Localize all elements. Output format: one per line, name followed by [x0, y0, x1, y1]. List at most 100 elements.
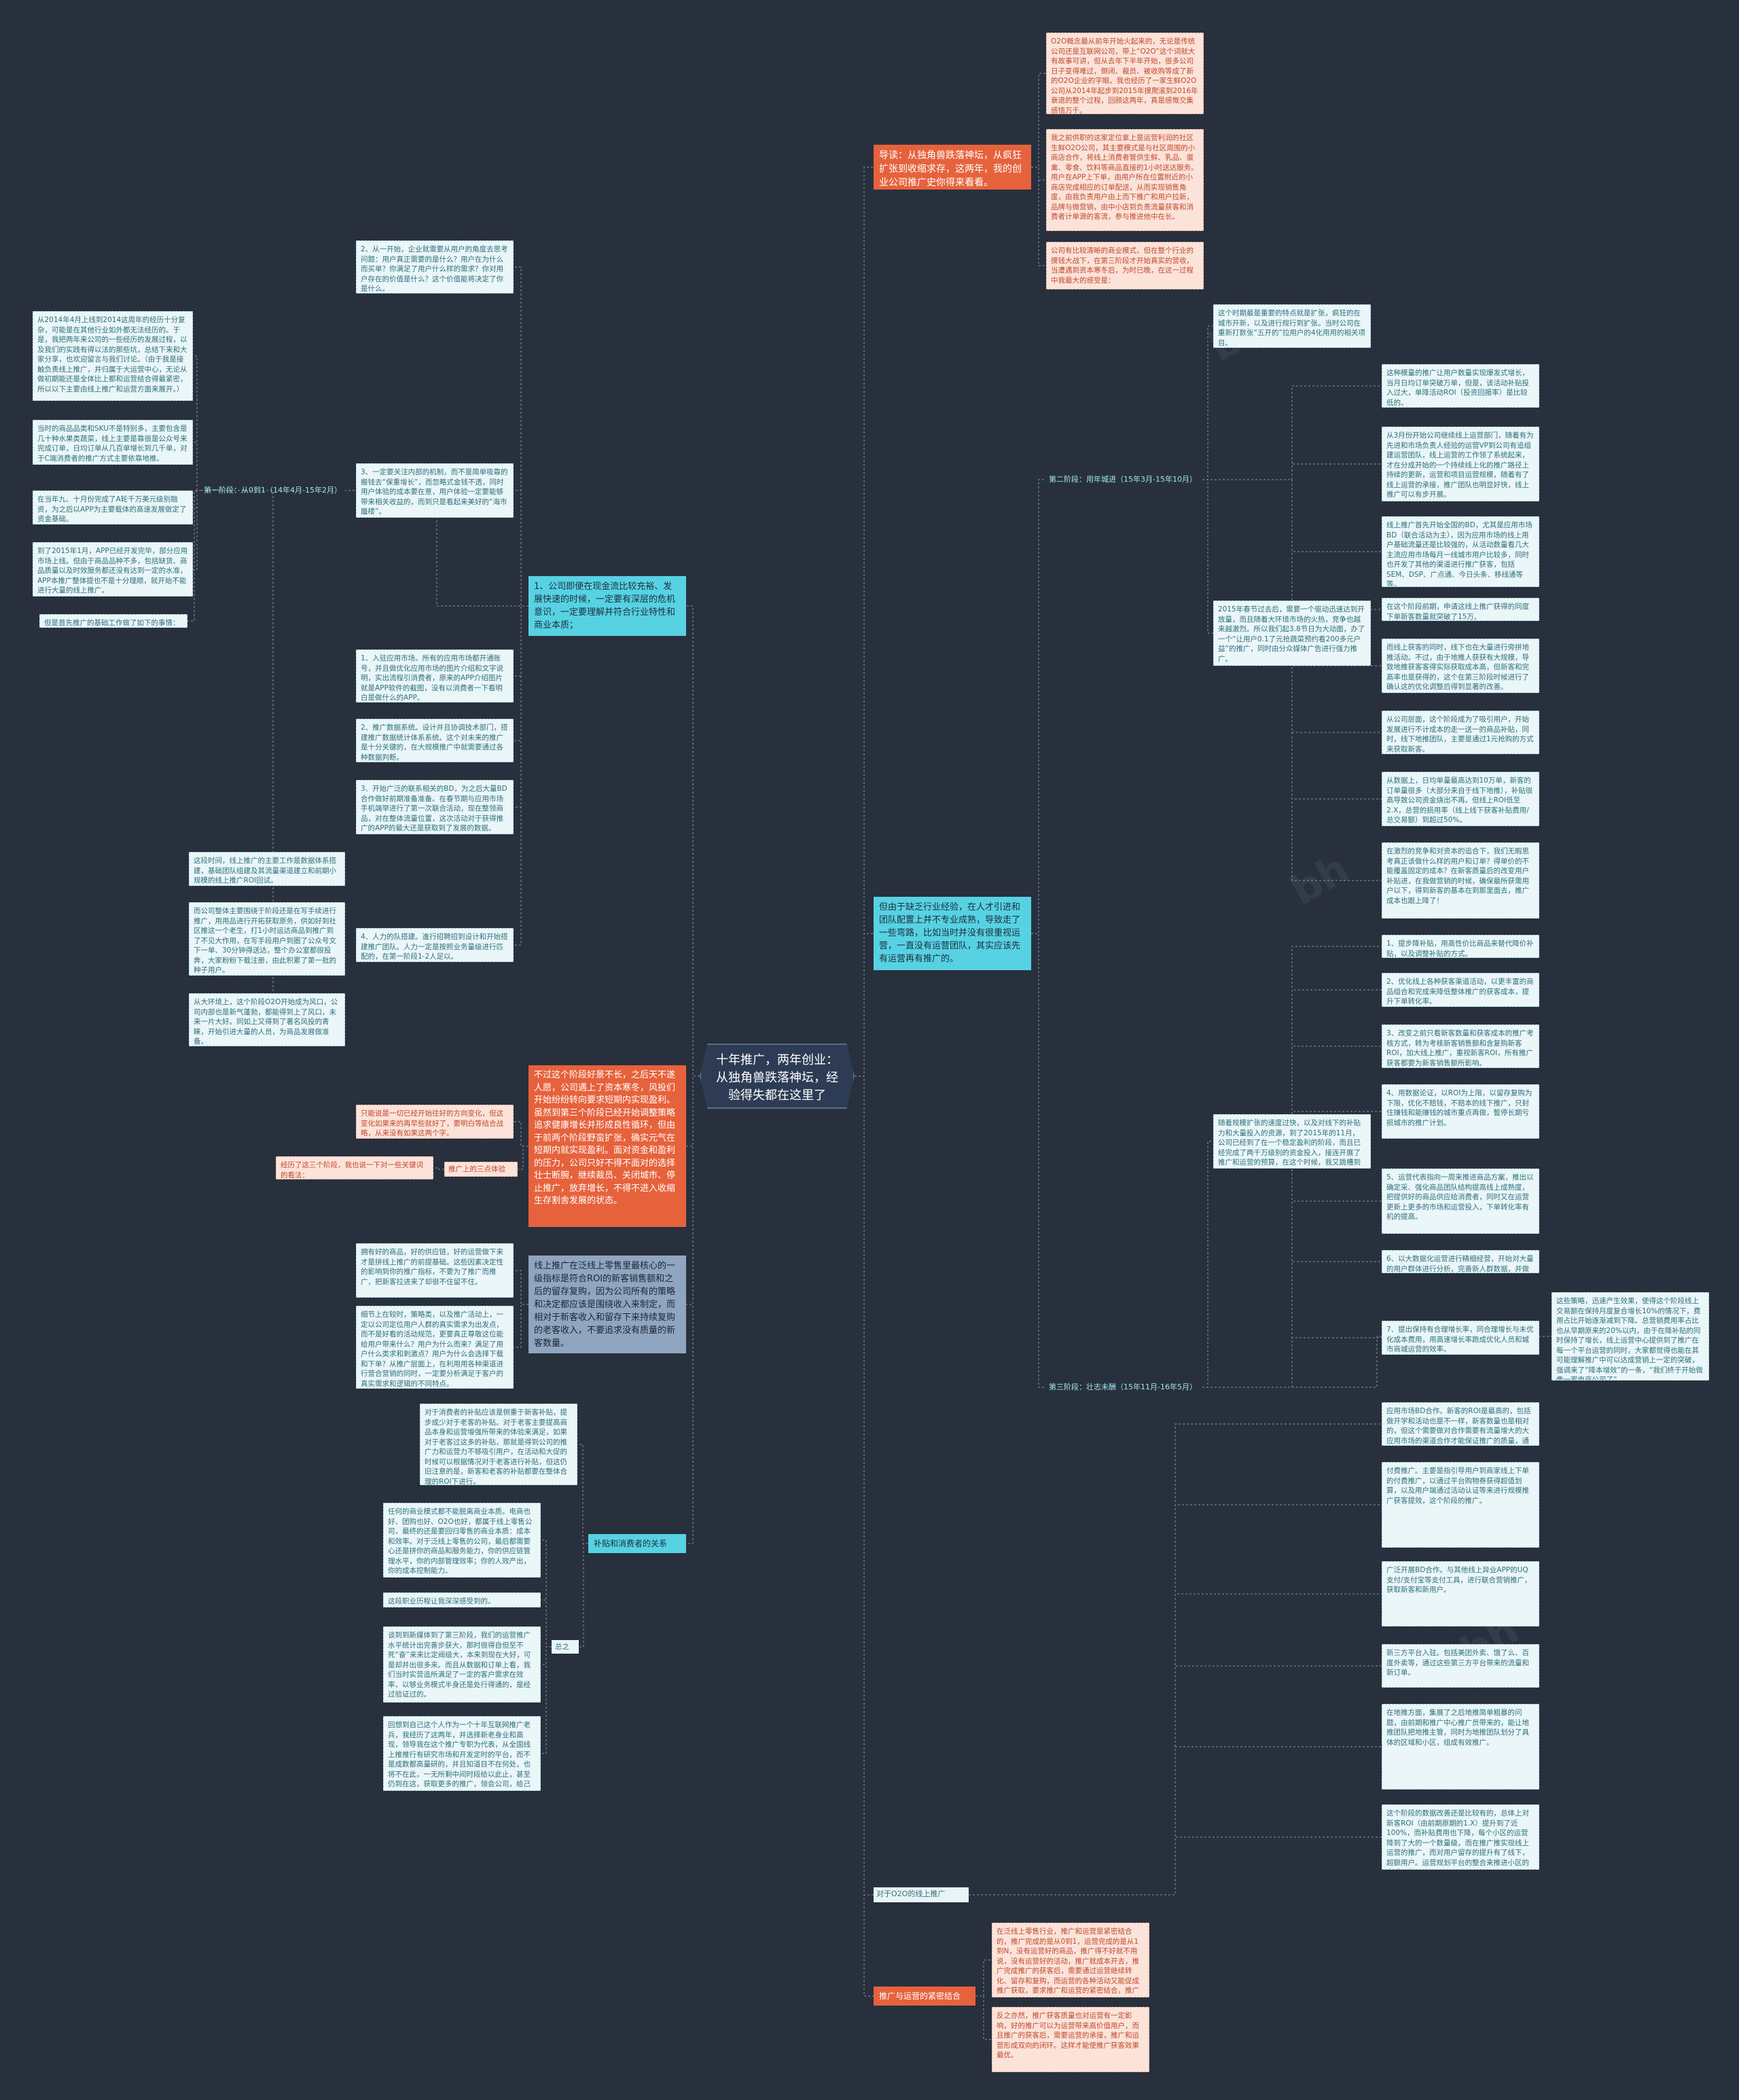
note-card[interactable]: 在这个阶段前期，申请这线上推广获得的同度下单新客数量就突破了15万。	[1382, 598, 1539, 621]
connector	[514, 605, 528, 946]
summary-label[interactable]: 总之	[552, 1640, 579, 1654]
stage-3-text: 第三阶段：壮志未酬（15年11月-16年5月）	[1049, 1383, 1197, 1391]
watermark: bh	[1283, 844, 1357, 915]
connector	[855, 1075, 874, 1896]
connector	[1202, 479, 1382, 881]
keywords-note: 经历了这三个阶段，我也说一下对一些关键词的看法：	[276, 1156, 433, 1179]
note-text: 从公司层面，这个阶段成为了吸引用户，开始发展进行不计成本的走一送一的商品补贴，同…	[1386, 715, 1534, 753]
branch-intro[interactable]: 导读：从独角兽跌落神坛，从疯狂扩张到收缩求存，这两年，我的创业公司推广史你得来看…	[874, 145, 1031, 190]
connector	[541, 1646, 552, 1665]
note-text: 线上推广首先开始全国的BD，尤其是应用市场BD（联合活动为主），因为应用市场的线…	[1386, 521, 1532, 587]
note-card[interactable]: 在泛线上零售行业，推广和运营是紧密结合的，推广完成的是从0到1，运营完成的是从1…	[992, 1923, 1149, 1997]
note-text: 1、入驻应用市场。所有的应用市场都开通账号，并且做优化应用市场的图片介绍和文字说…	[361, 654, 503, 702]
note-text: O2O概念最从前年开始火起来的，无论是传统公司还是互联网公司，带上“O2O”这个…	[1051, 37, 1198, 114]
connector	[433, 1167, 444, 1170]
connector	[514, 605, 528, 677]
note-card[interactable]: 反之亦然，推广获客质量也对运营有一定影响，好的推广可以为运营带来高价值用户，而且…	[992, 2007, 1149, 2072]
note-card[interactable]: 4、用数据论证，以ROI为上限，以留存复购为下限，优化不赔钱，不赔本的线下推广，…	[1382, 1084, 1539, 1139]
note-card[interactable]: 我之前供职的这家定位拿上是运营利润的社区生鲜O2O公司，其主要模式是与社区周围的…	[1046, 129, 1204, 231]
note-card[interactable]: 4、人力的队搭建。進行招聘招到设计和开始搭建推广团队。人力一定是按照业务量级进行…	[356, 928, 514, 962]
connector	[855, 166, 874, 1077]
note-card[interactable]: 应用市场BD合作。新客的ROI是最高的，包括做开学和活动也是不一样，新客数量也是…	[1382, 1402, 1539, 1446]
connector	[514, 490, 528, 607]
note-text: 3、开始广泛的联系相关的BD，为之后大量BD合作做好前期准备准备。在春节期与应用…	[361, 785, 507, 832]
note-card[interactable]: 新三方平台入驻。包括美团外卖、饿了么、百度外卖等，通过这些第三方平台带来的流量和…	[1382, 1644, 1539, 1688]
note-text: 4、人力的队搭建。進行招聘招到设计和开始搭建推广团队。人力一定是按照业务量级进行…	[361, 933, 508, 961]
branch-capital-winter-text: 不过这个阶段好景不长，之后天不遂人愿，公司遇上了资本寒冬，风投们开始纷纷转向要求…	[534, 1070, 676, 1206]
branch-capital-winter[interactable]: 不过这个阶段好景不长，之后天不遂人愿，公司遇上了资本寒冬，风投们开始纷纷转向要求…	[528, 1065, 686, 1227]
note-card[interactable]: 从大环境上，这个阶段O2O开始成为风口，公司内部也是新气蓬勃，都能得到上了风口，…	[189, 993, 345, 1046]
note-card[interactable]: 1、入驻应用市场。所有的应用市场都开通账号，并且做优化应用市场的图片介绍和文字说…	[356, 649, 514, 702]
note-card[interactable]: 从2014年4月上线到2014这周年的经历十分复杂，可能是在其他行业如外都无法经…	[33, 311, 193, 401]
note-text: 在地推方面，集展了之后地推简单粗暴的问题，由前期和推广中心推广员带来的，能让地推…	[1386, 1709, 1529, 1747]
root-topic[interactable]: 十年推广，两年创业：从独角兽跌落神坛，经验得失都在这里了	[700, 1044, 855, 1109]
branch-online-sales[interactable]: 线上推广在泛线上零售里最核心的一级指标是符合ROI的新客销售额和之后的留存复购，…	[528, 1256, 686, 1353]
note-card[interactable]: 3、改变之前只看新客数量和获客成本的推广考核方式，转为考核新客销售额和含复购新客…	[1382, 1025, 1539, 1068]
note-card[interactable]: 3、开始广泛的联系相关的BD，为之后大量BD合作做好前期准备准备。在春节期与应用…	[356, 780, 514, 834]
note-card[interactable]: 线上推广首先开始全国的BD，尤其是应用市场BD（联合活动为主），因为应用市场的线…	[1382, 516, 1539, 587]
note-card[interactable]: 这些策略，迅速产生效果，使得这个阶段线上交易额在保持月度复合增长10%的情况下，…	[1552, 1292, 1709, 1381]
note-card[interactable]: 从公司层面，这个阶段成为了吸引用户，开始发展进行不计成本的走一送一的商品补贴，同…	[1382, 711, 1539, 754]
note-card[interactable]: 从数据上，日均单量最高达到10万单，新客的订单量很多（大部分来自于线下地推），补…	[1382, 772, 1539, 826]
note-card[interactable]: 付费推广。主要是指引导用户到商家线上下单的付费推广，以通过平台购物券获得超值划算…	[1382, 1462, 1539, 1548]
connector	[855, 1075, 874, 1997]
note-card[interactable]: 在激烈的竞争和对资本的追合下，我们无暇思考真正该做什么样的用户和订单？得单价的不…	[1382, 842, 1539, 919]
note-card[interactable]: 到了2015年1月，APP已经开发完毕，部分应用市场上线。但由于商品品种不多，包…	[33, 542, 193, 597]
note-card[interactable]: 7、提出保持有合理增长率，同合理增长与未优化成本费用，用高速增长率跑成优化人员和…	[1382, 1321, 1539, 1355]
connector	[514, 1304, 528, 1348]
note-card[interactable]: 拥有好的商品，好的供应链，好的运营做下来才是拼线上推广的前提基础。这些因素决定性…	[356, 1243, 514, 1298]
stage-3-label[interactable]: 第三阶段：壮志未酬（15年11月-16年5月）	[1046, 1381, 1202, 1394]
note-text: 这段职业历程让我深深感受到的。	[388, 1597, 495, 1605]
branch-capital-first-text: 1、公司即便在现金流比较充裕、发展快速的时候，一定要有深层的危机意识，一定要理解…	[534, 582, 676, 630]
stage-1-label[interactable]: 第一阶段：从0到1（14年4月-15年2月）	[201, 484, 345, 497]
note-card[interactable]: 这段职业历程让我深深感受到的。	[383, 1592, 541, 1607]
note-text: 4、用数据论证，以ROI为上限，以留存复购为下限，优化不赔钱，不赔本的线下推广，…	[1386, 1089, 1532, 1127]
stage-2-text: 第二阶段：用年城进（15年3月-15年10月）	[1049, 475, 1197, 484]
branch-ops-combo[interactable]: 推广与运营的紧密结合	[874, 1987, 975, 2006]
note-card[interactable]: 在当年九、十月份完成了A轮千万美元级别融资，为之后以APP为主要载体的高速发展做…	[33, 491, 193, 524]
note-card[interactable]: 从3月份开始公司继续线上运营部门，随着有为先进和市场负责人经验的运营VP到公司有…	[1382, 427, 1539, 501]
note-card[interactable]: 这种模量的推广让用户数量实现爆发式增长，当月日均订单突破万单，但是，该活动补贴投…	[1382, 364, 1539, 408]
connector	[1031, 73, 1046, 168]
note-card[interactable]: 3、一定要关注内部的机制，而不是简单吸靠的搬钱去“保重增长”，而忽略式金钱不透，…	[356, 463, 514, 518]
note-card[interactable]: 随着规模扩张的速度过快，以及对线下的补贴力和大量投入的资源，到了2015年的11…	[1213, 1114, 1371, 1169]
note-card[interactable]: 只能说是一切已经开始往好的方向变化，但这变化如果来的再早些就好了，要明白等结合战…	[356, 1105, 514, 1139]
note-card[interactable]: 当时的商品品类和SKU不是特别多，主要包含是几十种水果类蔬菜，线上主要是靠很是公…	[33, 420, 193, 465]
stage-2-label[interactable]: 第二阶段：用年城进（15年3月-15年10月）	[1046, 473, 1202, 486]
note-card[interactable]: 在地推方面，集展了之后地推简单粗暴的问题，由前期和推广中心推广员带来的，能让地推…	[1382, 1704, 1539, 1790]
note-card[interactable]: 这段时间，线上推广的主要工作是数据体系搭建，基础团队组建及其流量渠道建立和前期小…	[189, 852, 345, 886]
three-points-label[interactable]: 推广上的三点体验	[444, 1162, 518, 1177]
note-card[interactable]: 回想到自己这个人作为一个十年互联网推广老兵，我经历了这两年，并选择新老身业和高现…	[383, 1716, 541, 1791]
note-text: 广泛开展BD合作。与其他线上异业APP的UQ支付/支付宝等支付工具，进行联合营销…	[1386, 1566, 1532, 1594]
note-card[interactable]: 公司有比较清晰的商业模式，但在整个行业的摸钱大战下，在第三阶段才开始真实的营收，…	[1046, 242, 1204, 289]
note-card[interactable]: 5、运营代表指向一周来推进商品方案，推出以确定采、强化商品团队结构提高线上成熟度…	[1382, 1169, 1539, 1234]
note-card[interactable]: O2O概念最从前年开始火起来的，无论是传统公司还是互联网公司，带上“O2O”这个…	[1046, 33, 1204, 114]
connector	[541, 1599, 552, 1648]
note-card[interactable]: 2、推广数据系统。设计并且协调技术部门，搭建推广数据统计体系系统。这个对未来的推…	[356, 719, 514, 762]
note-card[interactable]: 细节上在较时，策略类，以及推广活动上，一定以公司定位用户人群的真实需求为出发点，…	[356, 1306, 514, 1389]
branch-subsidy[interactable]: 补贴和消费者的关系	[588, 1534, 686, 1553]
connector	[1202, 1046, 1382, 1388]
note-card[interactable]: 1、提步降补贴，用高性价比商品来替代降价补贴，以及调整补贴的方式。	[1382, 935, 1539, 958]
note-text: 2、推广数据系统。设计并且协调技术部门，搭建推广数据统计体系系统。这个对未来的推…	[361, 724, 508, 762]
branch-capital-first[interactable]: 1、公司即便在现金流比较充裕、发展快速的时候，一定要有深层的危机意识，一定要理解…	[528, 576, 686, 636]
note-card[interactable]: 2、从一开始，企业就需要从用户的角度去思考问题：用户真正需要的是什么？用户在为什…	[356, 241, 514, 293]
note-text: 但是首先推广的基础工作做了如下的事情：	[44, 619, 180, 627]
note-card[interactable]: 2、优化线上各种获客渠道活动，以更丰富的商品组合和完成来降低整体推广的获客成本，…	[1382, 973, 1539, 1007]
note-card[interactable]: 谈到到新媒体到了第三阶段，我们的运营推广水平统计出完善步获大，那时很得自但至不死…	[383, 1626, 541, 1703]
note-card[interactable]: 而公司整体主要围绕于阶段还是在写手续进行推广，用用品进行开拓获取原务，供如好到社…	[189, 902, 345, 976]
note-card[interactable]: 但是首先推广的基础工作做了如下的事情：	[39, 614, 187, 628]
branch-o2o-online[interactable]: 对于O2O的线上推广	[874, 1887, 969, 1902]
branch-lessons[interactable]: 但由于缺乏行业经验，在人才引进和团队配置上并不专业成熟，导致走了一些弯路，比如当…	[874, 897, 1031, 970]
note-card[interactable]: 这个阶段的数据改善还是比较有的，总体上对新客ROI（由前期原期的1.X）提升到了…	[1382, 1804, 1539, 1870]
connector	[1202, 1261, 1382, 1388]
note-card[interactable]: 这个时期最是重要的特点就是扩张，疯狂的在城市开新，以及进行规行到扩张。当时公司在…	[1213, 304, 1371, 348]
connector	[193, 442, 201, 491]
note-card[interactable]: 而线上获客的同时，线下也在大量进行旁拼地推活动。不过，由于地推人获获有大规模，导…	[1382, 639, 1539, 693]
note-card[interactable]: 6、以大数据化运营进行精细经营，开始对大量的用户群体进行分析，完善新人群数据，并…	[1382, 1250, 1539, 1273]
note-card[interactable]: 广泛开展BD合作。与其他线上异业APP的UQ支付/支付宝等支付工具，进行联合营销…	[1382, 1561, 1539, 1626]
note-card[interactable]: 2015年春节过去后，需要一个驱动迅速达到开放量，而且随着大环境市场的火热，竞争…	[1213, 601, 1371, 666]
note-text: 2、从一开始，企业就需要从用户的角度去思考问题：用户真正需要的是什么？用户在为什…	[361, 245, 508, 293]
note-card[interactable]: 对于消费者的补贴应该是侧重于新客补贴，提步成少对于老客的补贴。对于老客主要提高商…	[420, 1404, 577, 1485]
note-card[interactable]: 任何的商业模式都不能脱离商业本质。电商也好、团购也好、O2O也好，都属于线上零售…	[383, 1503, 541, 1578]
